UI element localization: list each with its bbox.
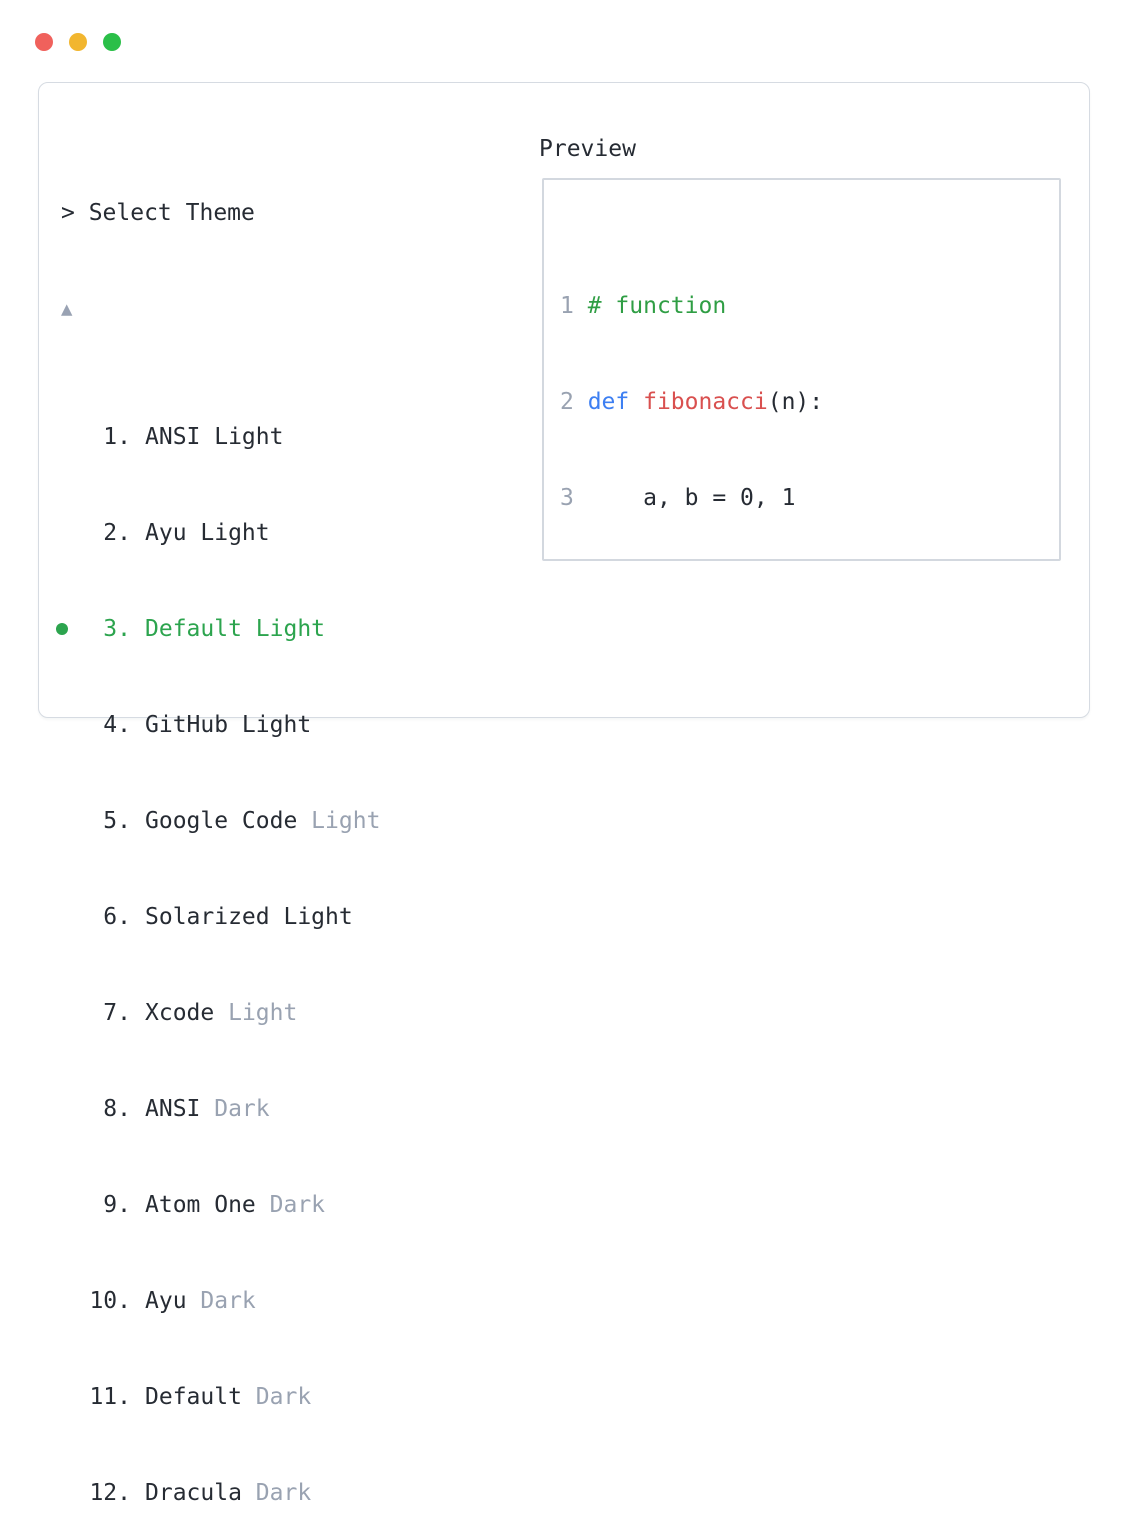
code-line: 3 a, b = 0, 1 [560, 482, 1059, 514]
theme-option-suffix: Light [214, 1000, 298, 1026]
theme-option-ayu-light[interactable]: 2. Ayu Light [61, 517, 878, 549]
theme-option-number: 5. [103, 808, 131, 834]
theme-option-number: 12. [89, 1480, 131, 1506]
theme-option-github-light[interactable]: 4. GitHub Light [61, 709, 878, 741]
theme-option-number: 7. [103, 1000, 131, 1026]
theme-option-number: 2. [103, 520, 131, 546]
zoom-window-icon[interactable] [103, 33, 121, 51]
theme-option-name: Solarized Light [145, 904, 353, 930]
theme-option-name: Default [145, 1384, 242, 1410]
theme-option-number: 10. [89, 1288, 131, 1314]
theme-option-name: ANSI [145, 1096, 201, 1122]
theme-option-name: ANSI Light [145, 424, 284, 450]
selected-indicator-dot [56, 623, 68, 635]
code-plain: a, b = 0, 1 [573, 485, 796, 511]
theme-option-number: 9. [103, 1192, 131, 1218]
theme-option-suffix: Dark [241, 1480, 312, 1506]
theme-option-suffix: Dark [186, 1288, 256, 1314]
theme-option-google-code[interactable]: 5. Google Code Light [61, 805, 878, 837]
picker-prompt: > Select Theme [61, 200, 255, 226]
code-line: 2 def fibonacci(n): [560, 386, 1059, 418]
theme-option-default-light-selected[interactable]: 3. Default Light [56, 613, 878, 645]
theme-option-number: 8. [103, 1096, 131, 1122]
theme-option-name: Xcode [145, 1000, 215, 1026]
theme-picker-panel: > Select Theme ▲ 1. ANSI Light 2. Ayu Ligh… [38, 82, 1090, 1506]
theme-option-suffix: Light [297, 808, 381, 834]
theme-option-number: 6. [103, 904, 131, 930]
theme-option-xcode[interactable]: 7. Xcode Light [61, 997, 878, 1029]
theme-option-suffix: Dark [255, 1192, 326, 1218]
window-controls [35, 33, 121, 51]
theme-option-name: Default Light [145, 616, 326, 642]
theme-option-number: 4. [103, 712, 131, 738]
theme-option-name: Atom One [145, 1192, 256, 1218]
preview-pane: 1 # function 2 def fibonacci(n): 3 a, b … [542, 178, 1061, 561]
theme-option-suffix: Dark [200, 1096, 270, 1122]
theme-option-name: Google Code [145, 808, 298, 834]
code-sample: 1 # function 2 def fibonacci(n): 3 a, b … [544, 180, 1059, 559]
scroll-up-icon[interactable]: ▲ [61, 298, 73, 320]
theme-option-name: GitHub Light [145, 712, 312, 738]
theme-option-ansi-dark[interactable]: 8. ANSI Dark [61, 1093, 878, 1125]
theme-option-default-dark[interactable]: 11. Default Dark [61, 1381, 878, 1413]
theme-option-atom-one-dark[interactable]: 9. Atom One Dark [61, 1189, 878, 1221]
code-plain: (n): [767, 389, 824, 415]
theme-option-name: Ayu Light [145, 520, 270, 546]
code-line: 1 # function [560, 290, 1059, 322]
theme-option-dracula-dark[interactable]: 12. Dracula Dark [61, 1477, 878, 1509]
code-comment: # function [573, 293, 727, 319]
preview-title: Preview [539, 136, 636, 162]
theme-option-number: 3. [103, 616, 131, 642]
theme-option-solarized-light[interactable]: 6. Solarized Light [61, 901, 878, 933]
close-window-icon[interactable] [35, 33, 53, 51]
theme-option-ansi-light[interactable]: 1. ANSI Light [61, 421, 878, 453]
theme-option-name: Ayu [145, 1288, 187, 1314]
theme-option-number: 1. [103, 424, 131, 450]
line-number: 3 [560, 485, 574, 511]
code-function-name: fibonacci [629, 389, 768, 415]
code-keyword: def [573, 389, 630, 415]
theme-option-ayu-dark[interactable]: 10. Ayu Dark [61, 1285, 878, 1317]
line-number: 1 [560, 293, 574, 319]
theme-option-suffix: Dark [241, 1384, 312, 1410]
minimize-window-icon[interactable] [69, 33, 87, 51]
theme-option-name: Dracula [145, 1480, 242, 1506]
line-number: 2 [560, 389, 574, 415]
theme-option-number: 11. [89, 1384, 131, 1410]
